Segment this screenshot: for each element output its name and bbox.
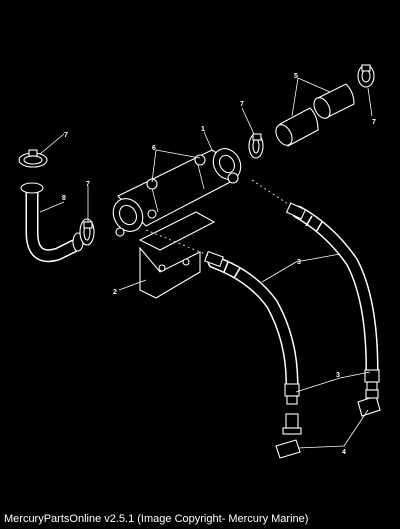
water-hose bbox=[291, 205, 379, 377]
callout-7: 7 bbox=[86, 181, 90, 188]
elbow-fitting bbox=[275, 413, 302, 459]
callout-6: 6 bbox=[152, 145, 156, 152]
hose-clamp bbox=[18, 149, 48, 168]
hose-clamp bbox=[79, 218, 95, 246]
water-hose bbox=[207, 255, 299, 391]
callout-1: 1 bbox=[201, 126, 205, 133]
callout-7: 7 bbox=[64, 132, 68, 139]
elbow-fitting bbox=[357, 389, 381, 417]
hose-fitting bbox=[204, 250, 224, 268]
mounting-bracket bbox=[138, 211, 216, 299]
callout-3: 3 bbox=[336, 372, 340, 379]
callout-4: 4 bbox=[342, 449, 346, 456]
callout-7: 7 bbox=[372, 119, 376, 126]
straight-hose bbox=[313, 83, 355, 119]
leader-lines bbox=[39, 77, 373, 449]
hose-fitting bbox=[364, 369, 380, 391]
cooler-body bbox=[112, 148, 242, 237]
callout-7: 7 bbox=[240, 101, 244, 108]
callout-3: 3 bbox=[297, 259, 301, 266]
hose-fitting bbox=[284, 383, 300, 405]
copyright-footer: MercuryPartsOnline v2.5.1 (Image Copyrig… bbox=[4, 513, 309, 525]
straight-hose bbox=[275, 107, 319, 147]
callout-8: 8 bbox=[62, 195, 66, 202]
hose-clamp bbox=[357, 64, 375, 88]
hose-fitting bbox=[285, 202, 307, 220]
callout-5: 5 bbox=[294, 73, 298, 80]
elbow-hose bbox=[20, 182, 84, 263]
callout-2: 2 bbox=[113, 289, 117, 296]
hose-clamp bbox=[248, 133, 264, 159]
